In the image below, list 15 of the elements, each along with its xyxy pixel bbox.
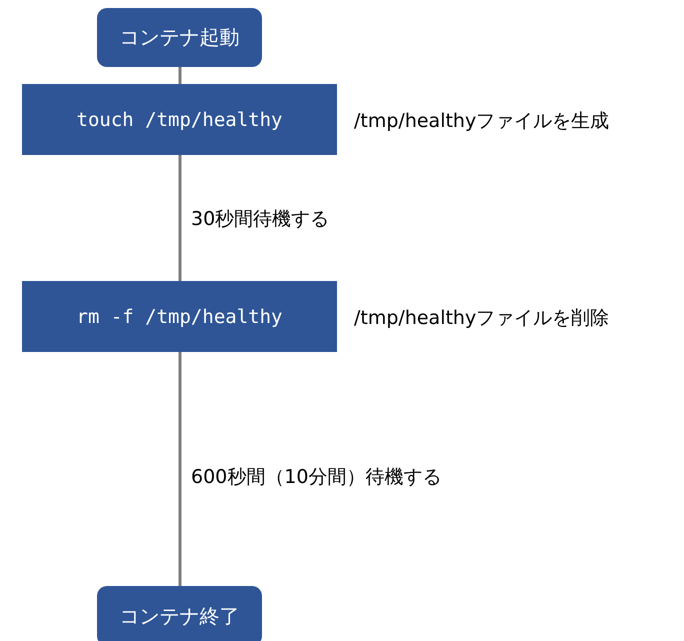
- terminal-label: コンテナ起動: [120, 24, 240, 51]
- edge-label: 600秒間（10分間）待機する: [191, 465, 442, 490]
- command-text: touch /tmp/healthy: [76, 108, 282, 130]
- process-box: [22, 84, 337, 155]
- step-description: /tmp/healthyファイルを削除: [354, 306, 610, 330]
- connector-line: [178, 155, 182, 281]
- terminal-label: コンテナ終了: [120, 602, 240, 630]
- edge-label: 30秒間待機する: [191, 207, 330, 232]
- terminal-box: [97, 586, 262, 641]
- terminal-box: [97, 8, 262, 67]
- connector-line: [178, 67, 182, 84]
- step-description: /tmp/healthyファイルを生成: [354, 108, 610, 134]
- command-text: rm -f /tmp/healthy: [76, 306, 282, 328]
- process-box: [22, 281, 337, 352]
- connector-line: [178, 352, 182, 586]
